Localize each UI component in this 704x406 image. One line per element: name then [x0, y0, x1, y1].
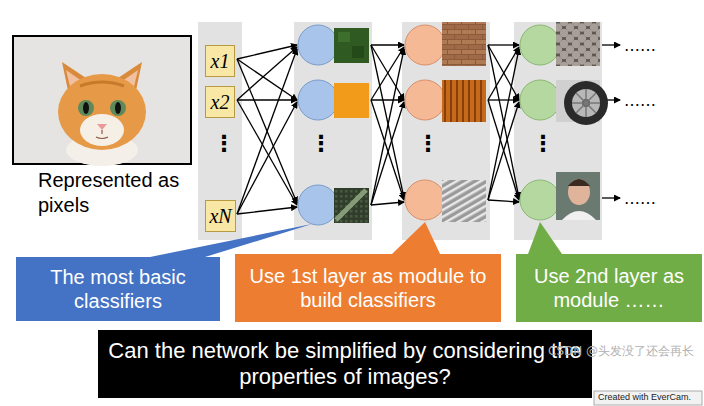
node-text: xN — [209, 204, 231, 228]
callout-pointer — [528, 222, 562, 254]
ellipsis-dots: ⋮ — [213, 130, 235, 158]
callout-pointer — [392, 222, 440, 254]
layer-column — [198, 22, 602, 240]
cat-photo — [58, 74, 146, 150]
feature-patch — [556, 22, 600, 66]
cat-photo — [80, 114, 124, 146]
feature-patch — [442, 22, 486, 66]
cat-photo — [83, 102, 89, 114]
feature-patch — [562, 211, 596, 220]
cat-photo — [115, 102, 121, 114]
neuron-circle — [520, 25, 560, 65]
feature-patch — [334, 188, 369, 223]
neuron-circle — [405, 25, 445, 220]
connection-lines — [371, 45, 404, 198]
layer-column — [198, 22, 242, 240]
connection-lines — [602, 44, 620, 45]
connection-lines — [488, 200, 519, 202]
neuron-circle — [405, 180, 445, 220]
layer-column — [294, 22, 372, 240]
feature-patch — [568, 179, 590, 205]
watermark: Created with EverCam. — [598, 392, 691, 403]
cat-photo — [96, 130, 108, 139]
neuron-circle — [298, 80, 338, 120]
connection-lines — [237, 207, 297, 214]
ellipsis-text: …… — [624, 189, 656, 209]
question-box: Can the network be simplified by conside… — [98, 330, 592, 398]
feature-patch — [352, 46, 364, 58]
feature-patch — [334, 83, 369, 118]
watermark: CSDN @头发没了还会再长 — [548, 344, 694, 359]
node-text: Use 2nd layer as module …… — [526, 264, 692, 312]
feature-patch — [442, 80, 486, 122]
callout-box: Use 2nd layer as module …… — [516, 254, 702, 322]
connection-lines — [488, 102, 519, 200]
ellipsis-dots: ⋮ — [417, 130, 439, 158]
node-text: x2 — [211, 90, 230, 114]
connection-lines — [371, 49, 404, 205]
cat-photo — [80, 82, 124, 86]
connection-lines — [371, 100, 404, 200]
connection-lines — [371, 44, 404, 45]
feature-patch — [572, 89, 600, 117]
ellipsis-dots: ⋮ — [310, 130, 332, 158]
node-text: Can the network be simplified by conside… — [108, 338, 582, 391]
node-text: The most basic classifiers — [26, 265, 210, 313]
layer-column — [402, 22, 490, 240]
feature-patch — [564, 81, 608, 125]
connection-lines — [237, 49, 297, 214]
cat-photo — [13, 36, 191, 166]
neuron-circle — [298, 185, 338, 225]
neuron-circle — [520, 25, 560, 220]
connection-lines — [237, 99, 297, 100]
connection-lines — [488, 100, 519, 200]
cat-photo — [97, 124, 107, 130]
connection-lines — [237, 45, 297, 59]
ellipsis-dots: ⋮ — [532, 130, 554, 158]
input-box: xN — [205, 200, 236, 232]
cat-photo — [13, 36, 191, 164]
neuron-circle — [298, 25, 338, 225]
feature-patch — [334, 22, 608, 223]
ellipsis-text: …… — [624, 91, 656, 111]
connection-lines — [371, 99, 404, 100]
feature-patch — [334, 28, 369, 63]
connection-lines — [488, 49, 519, 200]
neuron-circle — [520, 80, 560, 120]
connection-lines — [371, 202, 404, 205]
connection-lines — [488, 99, 519, 100]
callout-box: The most basic classifiers — [16, 257, 220, 321]
feature-patch — [336, 190, 366, 220]
cat-photo — [110, 100, 126, 116]
ellipsis-text: …… — [624, 36, 656, 56]
connection-lines — [371, 102, 404, 205]
feature-patch — [556, 172, 600, 220]
neuron-circle — [298, 25, 338, 65]
feature-patch — [338, 32, 350, 42]
connection-lines — [237, 102, 297, 214]
layer-column — [514, 22, 602, 240]
feature-patch — [568, 179, 590, 186]
badge-ground — [594, 391, 702, 405]
image-caption: Represented as pixels — [38, 168, 188, 218]
neuron-circle — [405, 25, 445, 65]
feature-patch — [442, 180, 486, 222]
input-box: x1 — [205, 45, 235, 77]
callout-box: Use 1st layer as module to build classif… — [235, 254, 501, 322]
connection-lines — [602, 197, 620, 198]
neuron-circle — [405, 80, 445, 120]
neuron-circle — [520, 180, 560, 220]
feature-patch — [572, 89, 600, 117]
node-text: x1 — [211, 49, 230, 73]
connection-lines — [488, 44, 519, 45]
node-text: Use 1st layer as module to build classif… — [245, 264, 491, 312]
input-box: x2 — [205, 86, 235, 118]
cat-photo — [78, 100, 94, 116]
